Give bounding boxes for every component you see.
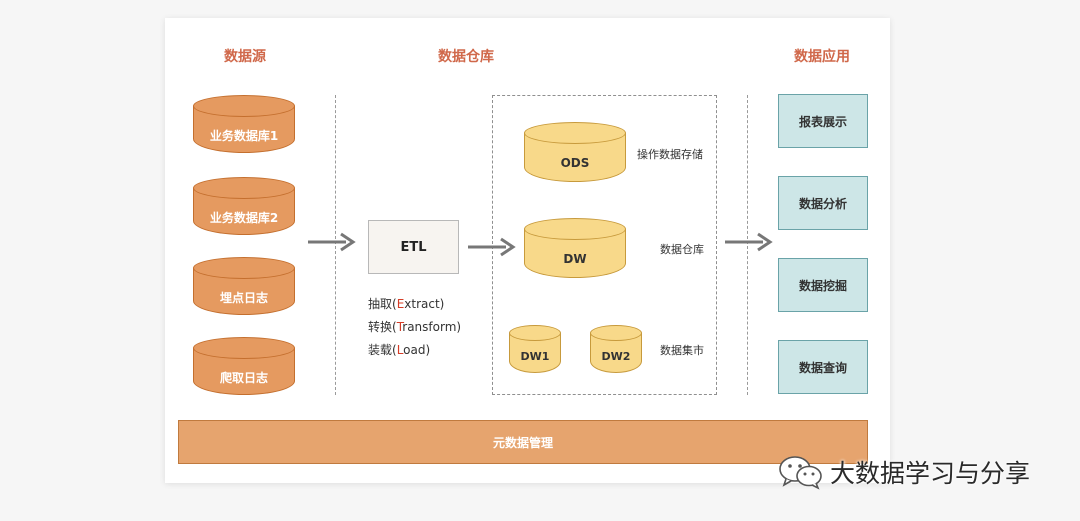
source-log-tracking: 埋点日志 <box>193 257 295 315</box>
app-report: 报表展示 <box>778 94 868 148</box>
mart-db-2: DW2 <box>590 325 642 373</box>
mart-description: 数据集市 <box>660 344 704 357</box>
etl-box: ETL <box>368 220 459 274</box>
mart-db-1: DW1 <box>509 325 561 373</box>
separator-left <box>335 95 336 395</box>
etl-step-extract: 抽取(Extract) <box>368 297 445 311</box>
etl-step-load: 装载(Load) <box>368 343 431 357</box>
arrow-right-icon <box>725 232 773 252</box>
watermark-text: 大数据学习与分享 <box>830 459 1031 488</box>
source-db-1: 业务数据库1 <box>193 95 295 153</box>
header-data-source: 数据源 <box>224 49 266 65</box>
arrow-right-icon <box>308 232 356 252</box>
source-log-label: 埋点日志 <box>219 290 268 305</box>
source-db-2: 业务数据库2 <box>193 177 295 235</box>
ods-description: 操作数据存储 <box>637 148 703 161</box>
app-query: 数据查询 <box>778 340 868 394</box>
ods-db: ODS <box>524 122 626 182</box>
source-log-crawl: 爬取日志 <box>193 337 295 395</box>
source-log-label: 爬取日志 <box>219 370 268 385</box>
header-data-warehouse: 数据仓库 <box>438 49 494 65</box>
etl-step-transform: 转换(Transform) <box>368 320 462 334</box>
header-data-application: 数据应用 <box>794 49 850 65</box>
source-db-label: 业务数据库2 <box>209 210 279 225</box>
warehouse-dashed-frame <box>492 95 717 395</box>
source-db-label: 业务数据库1 <box>209 128 279 143</box>
dw-db: DW <box>524 218 626 278</box>
arrow-right-icon <box>468 237 516 257</box>
app-analysis: 数据分析 <box>778 176 868 230</box>
separator-right <box>747 95 748 395</box>
metadata-management-bar: 元数据管理 <box>178 420 868 464</box>
dw-description: 数据仓库 <box>660 243 704 256</box>
wechat-icon <box>779 456 822 490</box>
app-mining: 数据挖掘 <box>778 258 868 312</box>
watermark: 大数据学习与分享 <box>778 452 1030 492</box>
